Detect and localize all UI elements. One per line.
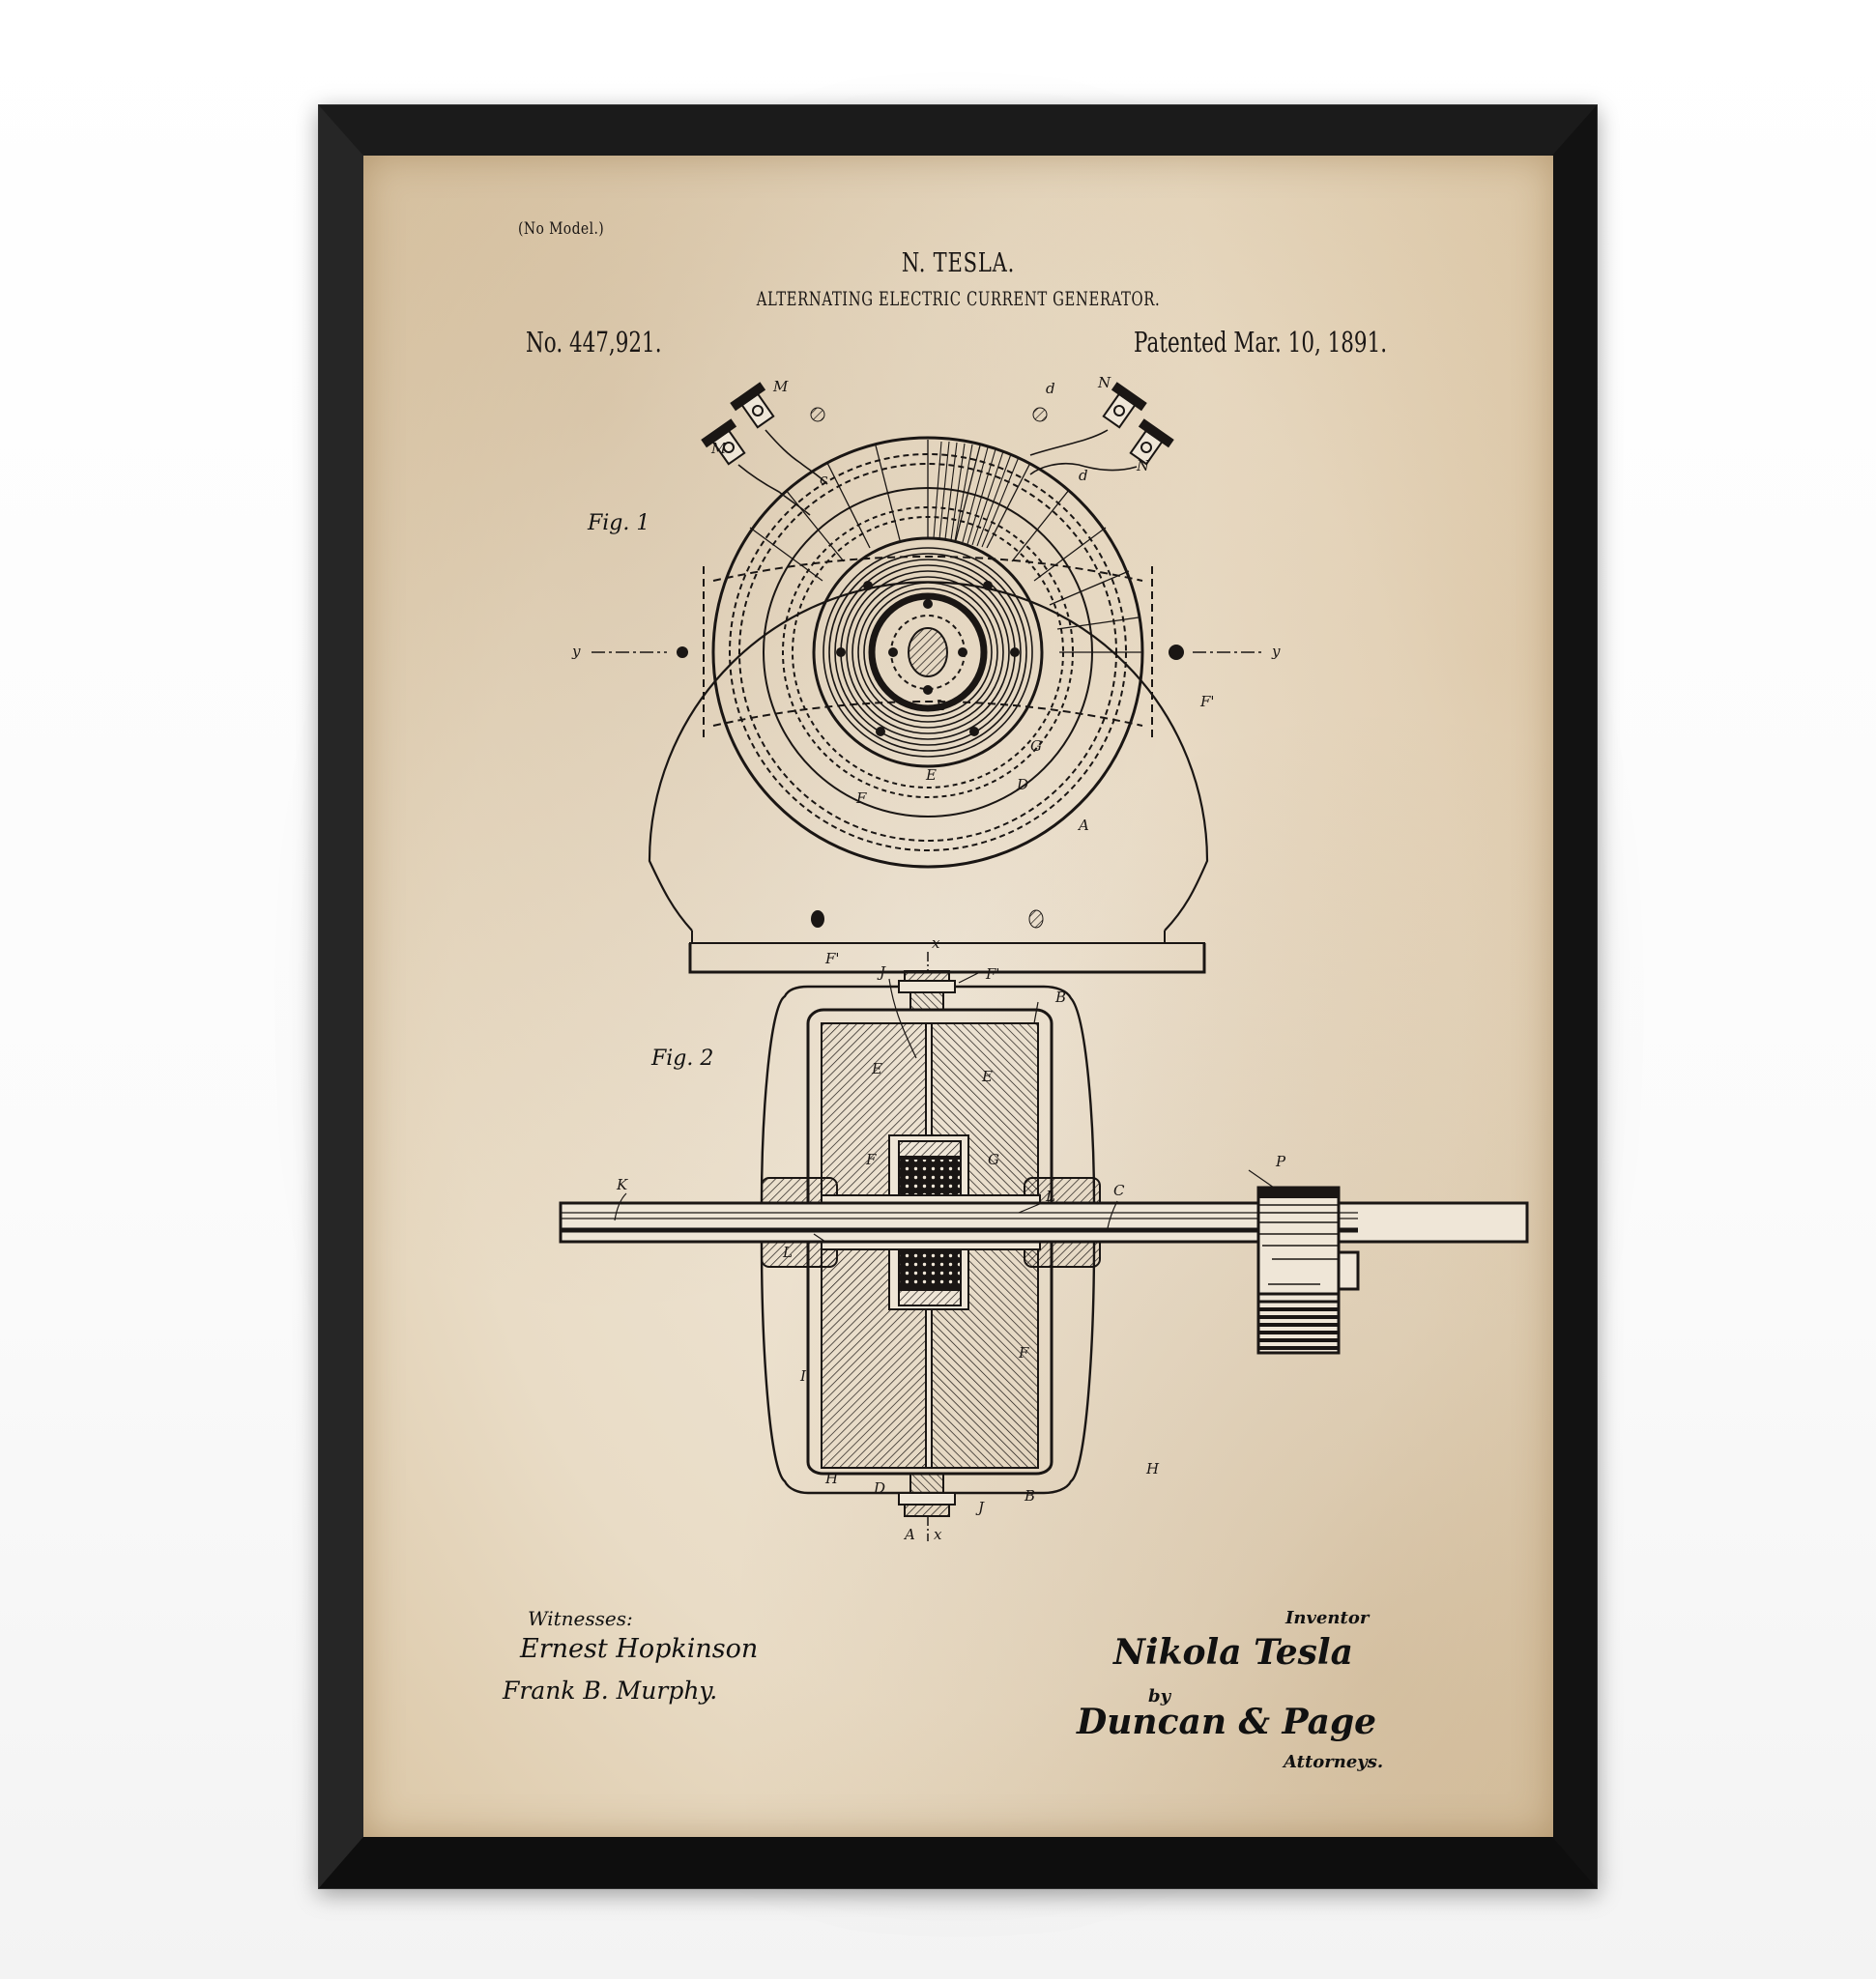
inventor-signature: Nikola Tesla xyxy=(1113,1632,1353,1673)
label-c: c xyxy=(820,471,828,488)
label-F: F xyxy=(855,789,867,807)
label-L-top: L xyxy=(1045,1188,1055,1205)
label-K: K xyxy=(616,1176,628,1193)
label-E-left: E xyxy=(871,1060,882,1077)
witness-2-signature: Frank B. Murphy. xyxy=(503,1677,718,1705)
label-y-left: y xyxy=(571,643,581,660)
patent-title: ALTERNATING ELECTRIC CURRENT GENERATOR. xyxy=(756,287,1161,310)
patent-number: No. 447,921. xyxy=(526,326,662,359)
label-N-1: N xyxy=(1097,374,1111,391)
label-F-prime-right: F' xyxy=(1199,693,1215,710)
label-A: A xyxy=(1077,817,1089,834)
label-G: G xyxy=(1030,737,1042,755)
label-A: A xyxy=(903,1526,915,1543)
label-F-top: F xyxy=(865,1151,877,1168)
label-y-right: y xyxy=(1271,643,1281,660)
label-D: D xyxy=(1016,776,1028,793)
label-B-top: B xyxy=(1054,989,1066,1006)
by-label: by xyxy=(1148,1686,1171,1707)
label-N-2: N xyxy=(1136,457,1150,474)
label-L-bottom: L xyxy=(782,1244,793,1261)
fig1-drawing: M M c d d N N y y F' F' L G E F D A xyxy=(571,374,1281,974)
label-B-bottom: B xyxy=(1024,1487,1035,1505)
fig2-drawing: x J F' B E E F G L C P K L I F H H D B J… xyxy=(559,934,1529,1543)
label-F-prime-base: F' xyxy=(824,950,840,967)
patent-date: Patented Mar. 10, 1891. xyxy=(1134,326,1387,359)
label-E: E xyxy=(925,766,937,784)
patent-paper: (No Model.) N. TESLA. ALTERNATING ELECTR… xyxy=(363,156,1553,1837)
label-J-top: J xyxy=(877,963,886,981)
label-d-2: d xyxy=(1079,467,1088,484)
label-x-bottom: x xyxy=(934,1526,942,1543)
fig1-label: Fig. 1 xyxy=(588,511,650,535)
frame-bevel xyxy=(318,104,1598,1889)
label-H-right: H xyxy=(1145,1460,1160,1477)
label-G: G xyxy=(988,1151,999,1168)
label-F-prime-top: F' xyxy=(985,965,1000,983)
label-D: D xyxy=(873,1479,885,1497)
fig2-label: Fig. 2 xyxy=(651,1047,714,1071)
label-M-1: M xyxy=(772,378,789,395)
no-model-note: (No Model.) xyxy=(518,219,605,239)
label-M-2: M xyxy=(710,440,727,457)
label-L: L xyxy=(935,697,945,714)
inventor-header: N. TESLA. xyxy=(901,248,1016,278)
witness-1-signature: Ernest Hopkinson xyxy=(520,1634,759,1664)
label-I: I xyxy=(799,1367,807,1385)
label-E-right: E xyxy=(981,1068,993,1085)
attorneys-label: Attorneys. xyxy=(1284,1752,1384,1772)
attorneys-signature: Duncan & Page xyxy=(1077,1702,1377,1742)
label-H-left: H xyxy=(824,1470,839,1487)
label-P: P xyxy=(1275,1153,1286,1170)
witnesses-label: Witnesses: xyxy=(528,1607,633,1630)
label-x-top: x xyxy=(932,934,940,952)
label-J-bottom: J xyxy=(975,1499,985,1516)
label-C: C xyxy=(1113,1182,1125,1199)
label-F-bottom: F xyxy=(1018,1344,1029,1362)
inventor-label: Inventor xyxy=(1285,1608,1370,1628)
label-d-1: d xyxy=(1046,380,1055,397)
